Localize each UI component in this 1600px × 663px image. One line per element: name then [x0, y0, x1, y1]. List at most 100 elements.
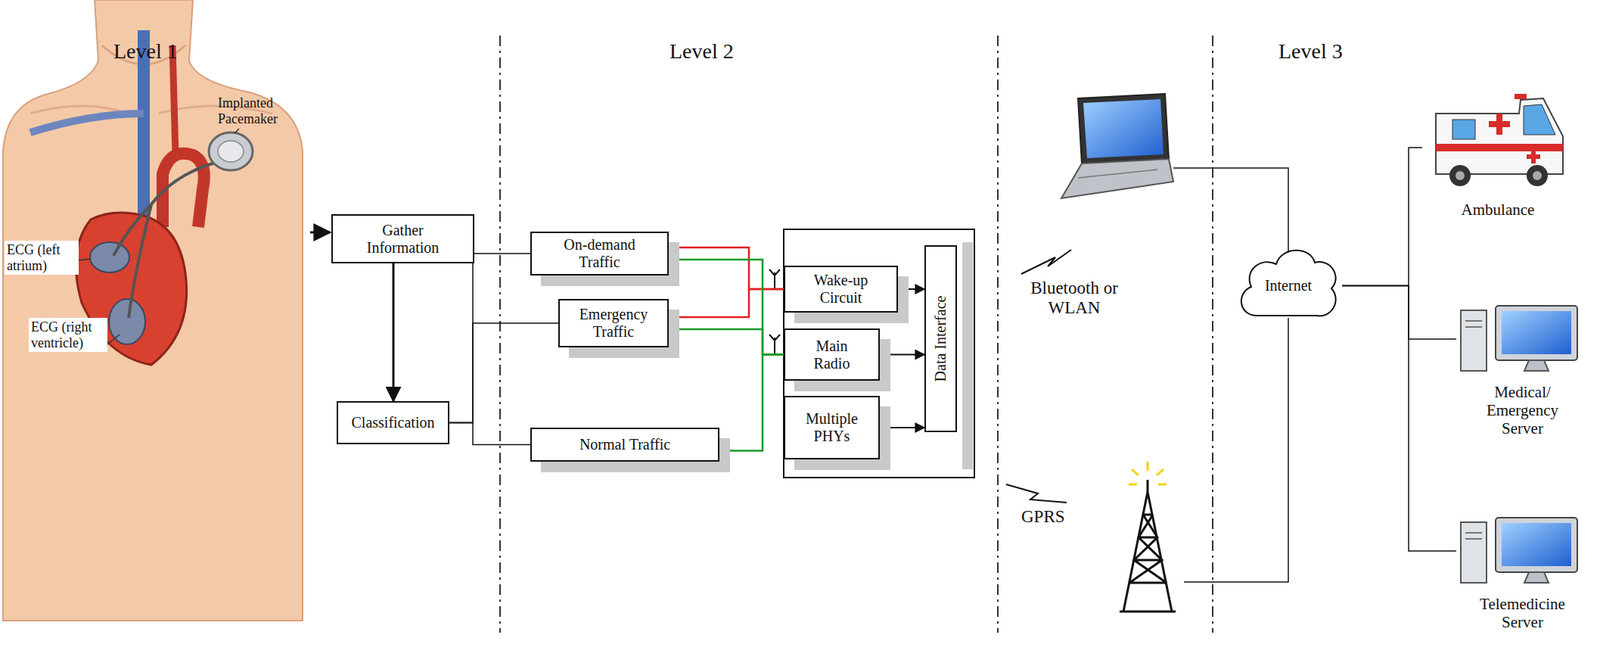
radio-box: Multiple PHYs	[783, 395, 880, 460]
connector	[449, 422, 531, 445]
connector	[668, 247, 784, 289]
annotation-label: GPRS	[1021, 506, 1066, 527]
server-picture	[1495, 517, 1578, 572]
ambulance-picture	[1449, 164, 1471, 187]
ambulance-picture	[1452, 119, 1476, 140]
node-label: Emergency Traffic	[571, 305, 656, 341]
ambulance-picture	[1523, 104, 1556, 135]
connector	[897, 288, 925, 290]
traffic-box: Normal Traffic	[530, 427, 720, 462]
radio-enclosure	[783, 229, 975, 478]
process-box: Gather Information	[331, 214, 475, 264]
laptop-icon	[1078, 93, 1169, 164]
server-picture	[1456, 514, 1589, 588]
server-picture	[1465, 320, 1482, 322]
node-label: Data Interface	[932, 295, 950, 383]
pacemaker-arrow	[310, 231, 330, 234]
wireless-bolt	[1021, 249, 1072, 274]
level-dividers	[500, 35, 1213, 633]
ambulance-picture	[1429, 90, 1566, 193]
connector	[392, 263, 395, 401]
traffic-box: Emergency Traffic	[558, 298, 669, 348]
pacing-lead	[113, 161, 218, 318]
connector	[449, 323, 559, 423]
laptop-icon	[1061, 158, 1174, 199]
cloud-outline	[1241, 250, 1336, 317]
annotation-label: ECG (left atrium)	[4, 240, 79, 275]
pacemaker	[208, 132, 253, 171]
ambulance-picture	[1455, 170, 1465, 181]
node-label: Main Radio	[804, 337, 860, 373]
radio-box: Main Radio	[783, 328, 880, 381]
connector	[1342, 147, 1423, 286]
node-label: Classification	[351, 413, 435, 432]
access-link	[1173, 167, 1289, 582]
node-label: Gather Information	[355, 221, 451, 257]
level-dividers	[1211, 35, 1214, 633]
antenna-symbol	[769, 334, 780, 355]
aorta	[162, 153, 205, 227]
radio-box: Wake-up Circuit	[783, 265, 898, 313]
connector	[879, 354, 925, 356]
connector	[1342, 285, 1457, 340]
server-icon: Medical/ Emergency Server	[1456, 302, 1589, 454]
connector	[879, 426, 925, 429]
ambulance-picture	[1429, 90, 1566, 193]
ambulance-picture	[1526, 149, 1541, 164]
cell-tower	[1119, 491, 1176, 612]
laptop-icon	[1078, 169, 1158, 178]
server-picture	[1495, 305, 1578, 361]
connector	[1342, 285, 1457, 552]
ambulance-picture	[1526, 164, 1548, 187]
access-link	[1173, 167, 1289, 252]
pacemaker-core	[217, 140, 244, 162]
annotation-label: Implanted Pacemaker	[217, 95, 308, 127]
cell-tower	[1129, 514, 1167, 583]
laptop-icon	[1083, 99, 1164, 159]
connector	[668, 288, 784, 317]
server-picture	[1501, 310, 1572, 355]
ambulance-picture	[1488, 113, 1510, 135]
subclavian-vessel	[30, 113, 144, 133]
antenna-symbol	[769, 269, 780, 289]
server-picture	[1465, 531, 1482, 534]
body-illustration	[3, 0, 303, 621]
connector	[668, 259, 784, 355]
server-picture	[1460, 521, 1487, 583]
node-label: On-demand Traffic	[556, 236, 644, 271]
server-picture	[1456, 302, 1589, 376]
ambulance-picture	[1435, 98, 1563, 174]
annotation-label: ECG (right ventricle)	[28, 317, 108, 352]
node-label: Medical/ Emergency Server	[1480, 382, 1566, 438]
node-label: Telemedicine Server	[1475, 594, 1570, 631]
cell-tower	[1119, 479, 1176, 612]
node-label: Normal Traffic	[579, 435, 671, 454]
traffic-box: On-demand Traffic	[530, 231, 669, 276]
ambulance-picture	[1514, 93, 1527, 100]
connector	[719, 354, 784, 451]
antenna-symbol	[769, 269, 780, 355]
server-picture	[1465, 537, 1482, 540]
level-heading: Level 1	[113, 39, 178, 64]
signal-spark	[1128, 461, 1167, 485]
ambulance-picture	[1532, 170, 1542, 181]
interface-bar: Data Interface	[924, 245, 957, 432]
server-picture	[1456, 514, 1589, 588]
wireless-bolt	[1006, 484, 1067, 503]
node-label: Internet	[1264, 276, 1312, 295]
node-label: Multiple PHYs	[795, 410, 868, 445]
server-icon: Telemedicine Server	[1456, 514, 1589, 644]
annotation-label: Bluetooth or WLAN	[1013, 278, 1135, 319]
signal-spark	[1128, 461, 1167, 485]
radio-enclosure	[783, 229, 975, 478]
ambulance-icon: Ambulance	[1422, 90, 1574, 243]
torso	[3, 0, 303, 621]
connector	[668, 329, 784, 355]
server-picture	[1524, 571, 1549, 583]
level-dividers	[997, 35, 999, 633]
leader-line	[72, 128, 240, 348]
level-heading: Level 2	[669, 39, 734, 64]
left-atrium	[90, 242, 130, 273]
ambulance-picture	[1435, 143, 1563, 152]
access-link	[1183, 317, 1289, 582]
